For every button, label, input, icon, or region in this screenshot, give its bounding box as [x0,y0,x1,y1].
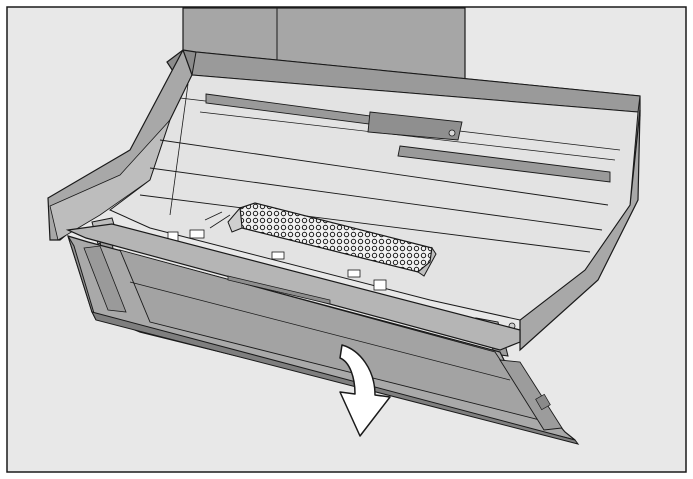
control-strip-icon [205,93,611,183]
filter-mesh-icon [227,202,437,277]
down-arrow-icon [339,344,391,437]
front-panel [65,223,580,445]
